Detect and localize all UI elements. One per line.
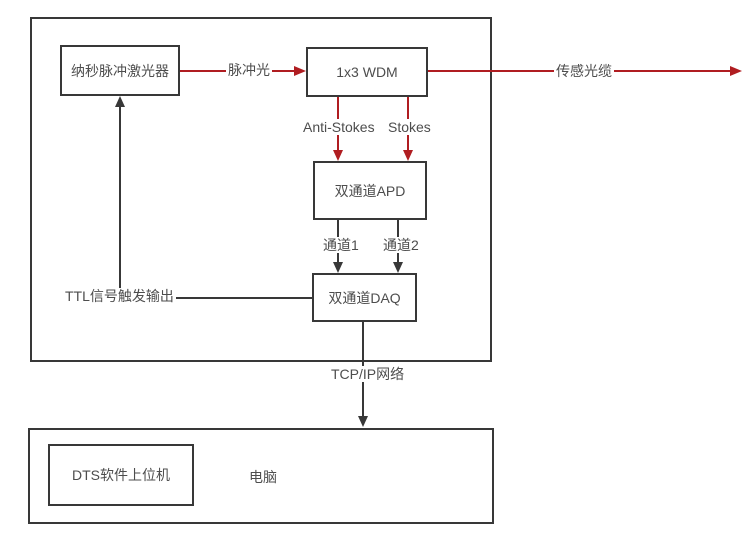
stokes-arrowhead-icon [403,150,413,161]
ttl-trigger-connector-vertical [119,105,121,299]
pulse-light-arrowhead-icon [294,66,306,76]
channel1-arrowhead-icon [333,262,343,273]
ttl-trigger-connector-horizontal [119,297,312,299]
tcpip-arrowhead-icon [358,416,368,427]
channel2-arrowhead-icon [393,262,403,273]
daq-node: 双通道DAQ [312,273,417,322]
sensing-cable-edge-label: 传感光缆 [554,63,614,79]
computer-enclosure-box [28,428,494,524]
tcpip-edge-label: TCP/IP网络 [329,366,407,382]
apd-node: 双通道APD [313,161,427,220]
channel1-edge-label: 通道1 [321,237,361,253]
apd-node-label: 双通道APD [334,182,406,199]
daq-node-label: 双通道DAQ [328,289,401,306]
dts-software-node-label: DTS软件上位机 [72,467,170,483]
computer-enclosure-label: 电脑 [249,469,277,485]
dts-software-node: DTS软件上位机 [48,444,194,506]
wdm-node: 1x3 WDM [306,47,428,97]
anti-stokes-arrowhead-icon [333,150,343,161]
anti-stokes-edge-label: Anti-Stokes [301,119,377,135]
wdm-node-label: 1x3 WDM [336,64,398,80]
ttl-trigger-arrowhead-icon [115,96,125,107]
pulse-light-edge-label: 脉冲光 [226,62,272,78]
laser-node: 纳秒脉冲激光器 [60,45,180,96]
sensing-cable-arrowhead-icon [730,66,742,76]
laser-node-label: 纳秒脉冲激光器 [71,62,169,79]
channel2-edge-label: 通道2 [381,237,421,253]
stokes-edge-label: Stokes [386,119,433,135]
ttl-trigger-edge-label: TTL信号触发输出 [63,288,176,304]
instrument-enclosure-box [30,17,492,362]
